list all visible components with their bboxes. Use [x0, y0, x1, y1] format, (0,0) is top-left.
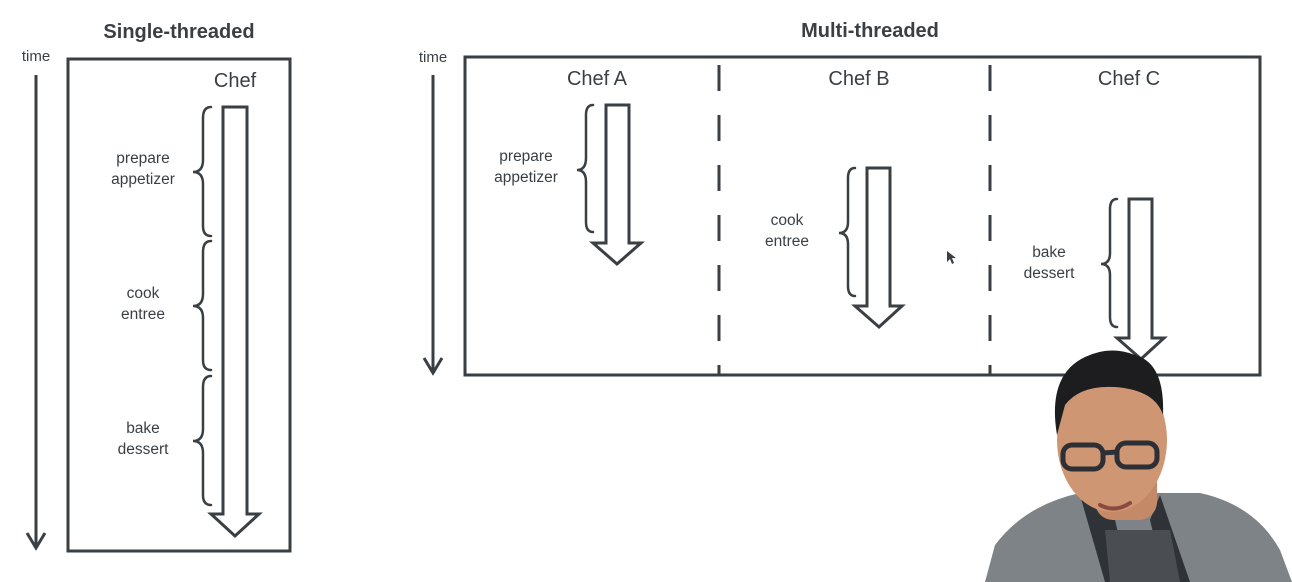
multi-threaded-box: [463, 55, 1262, 377]
single-task-2-line1: cook: [127, 285, 160, 302]
single-task-1-line1: prepare: [116, 150, 169, 167]
single-time-axis-arrow: [25, 75, 47, 551]
presenter-tshirt: [1105, 530, 1180, 582]
chef-a-task-line2: appetizer: [494, 169, 558, 186]
single-threaded-title: Single-threaded: [103, 21, 254, 43]
brace-prepare-appetizer: [192, 105, 213, 238]
mouse-cursor-icon: [947, 251, 956, 264]
presenter-hair: [1054, 350, 1164, 435]
single-threaded-box: [66, 57, 292, 553]
chef-c-task-line2: dessert: [1024, 265, 1076, 282]
lane-chef-a: Chef A prepare appetizer: [494, 68, 645, 266]
single-task-3-line1: bake: [126, 420, 160, 437]
chef-b-task-line1: cook: [771, 212, 804, 229]
single-chef-timeline-arrow: [207, 105, 263, 539]
chef-a-timeline-arrow: [589, 103, 645, 266]
brace-cook-entree: [192, 239, 213, 372]
chef-b-timeline-arrow: [851, 166, 906, 330]
chef-c-timeline-arrow: [1113, 197, 1168, 362]
single-task-1-line2: appetizer: [111, 171, 175, 188]
lane-chef-c: Chef C bake dessert: [1024, 68, 1168, 362]
single-task-3-line2: dessert: [118, 441, 170, 458]
chef-c-label: Chef C: [1098, 68, 1160, 90]
chef-b-task-line2: entree: [765, 233, 809, 250]
brace-chef-c-bake-dessert: [1100, 197, 1119, 329]
chef-a-label: Chef A: [567, 68, 628, 90]
brace-chef-a-prepare-appetizer: [576, 103, 595, 234]
multi-time-axis-arrow: [422, 75, 444, 376]
single-time-label: time: [22, 48, 50, 65]
chef-b-label: Chef B: [828, 68, 889, 90]
multi-threaded-title: Multi-threaded: [801, 20, 939, 42]
multi-threaded-panel: Multi-threaded time Chef A prepare appet…: [419, 20, 1262, 377]
chef-c-task-line1: bake: [1032, 244, 1066, 261]
brace-bake-dessert: [192, 374, 213, 507]
brace-chef-b-cook-entree: [838, 166, 857, 298]
multi-time-label: time: [419, 49, 447, 66]
single-chef-label: Chef: [214, 70, 257, 92]
single-task-2-line2: entree: [121, 306, 165, 323]
chef-a-task-line1: prepare: [499, 148, 552, 165]
lane-chef-b: Chef B cook entree: [765, 68, 906, 330]
presenter-webcam: [985, 350, 1292, 582]
presenter-glasses: [1060, 440, 1160, 472]
presenter-face: [1057, 368, 1167, 512]
presenter-mouth: [1098, 501, 1132, 511]
single-threaded-panel: Single-threaded time Chef prepare appeti…: [22, 21, 292, 553]
